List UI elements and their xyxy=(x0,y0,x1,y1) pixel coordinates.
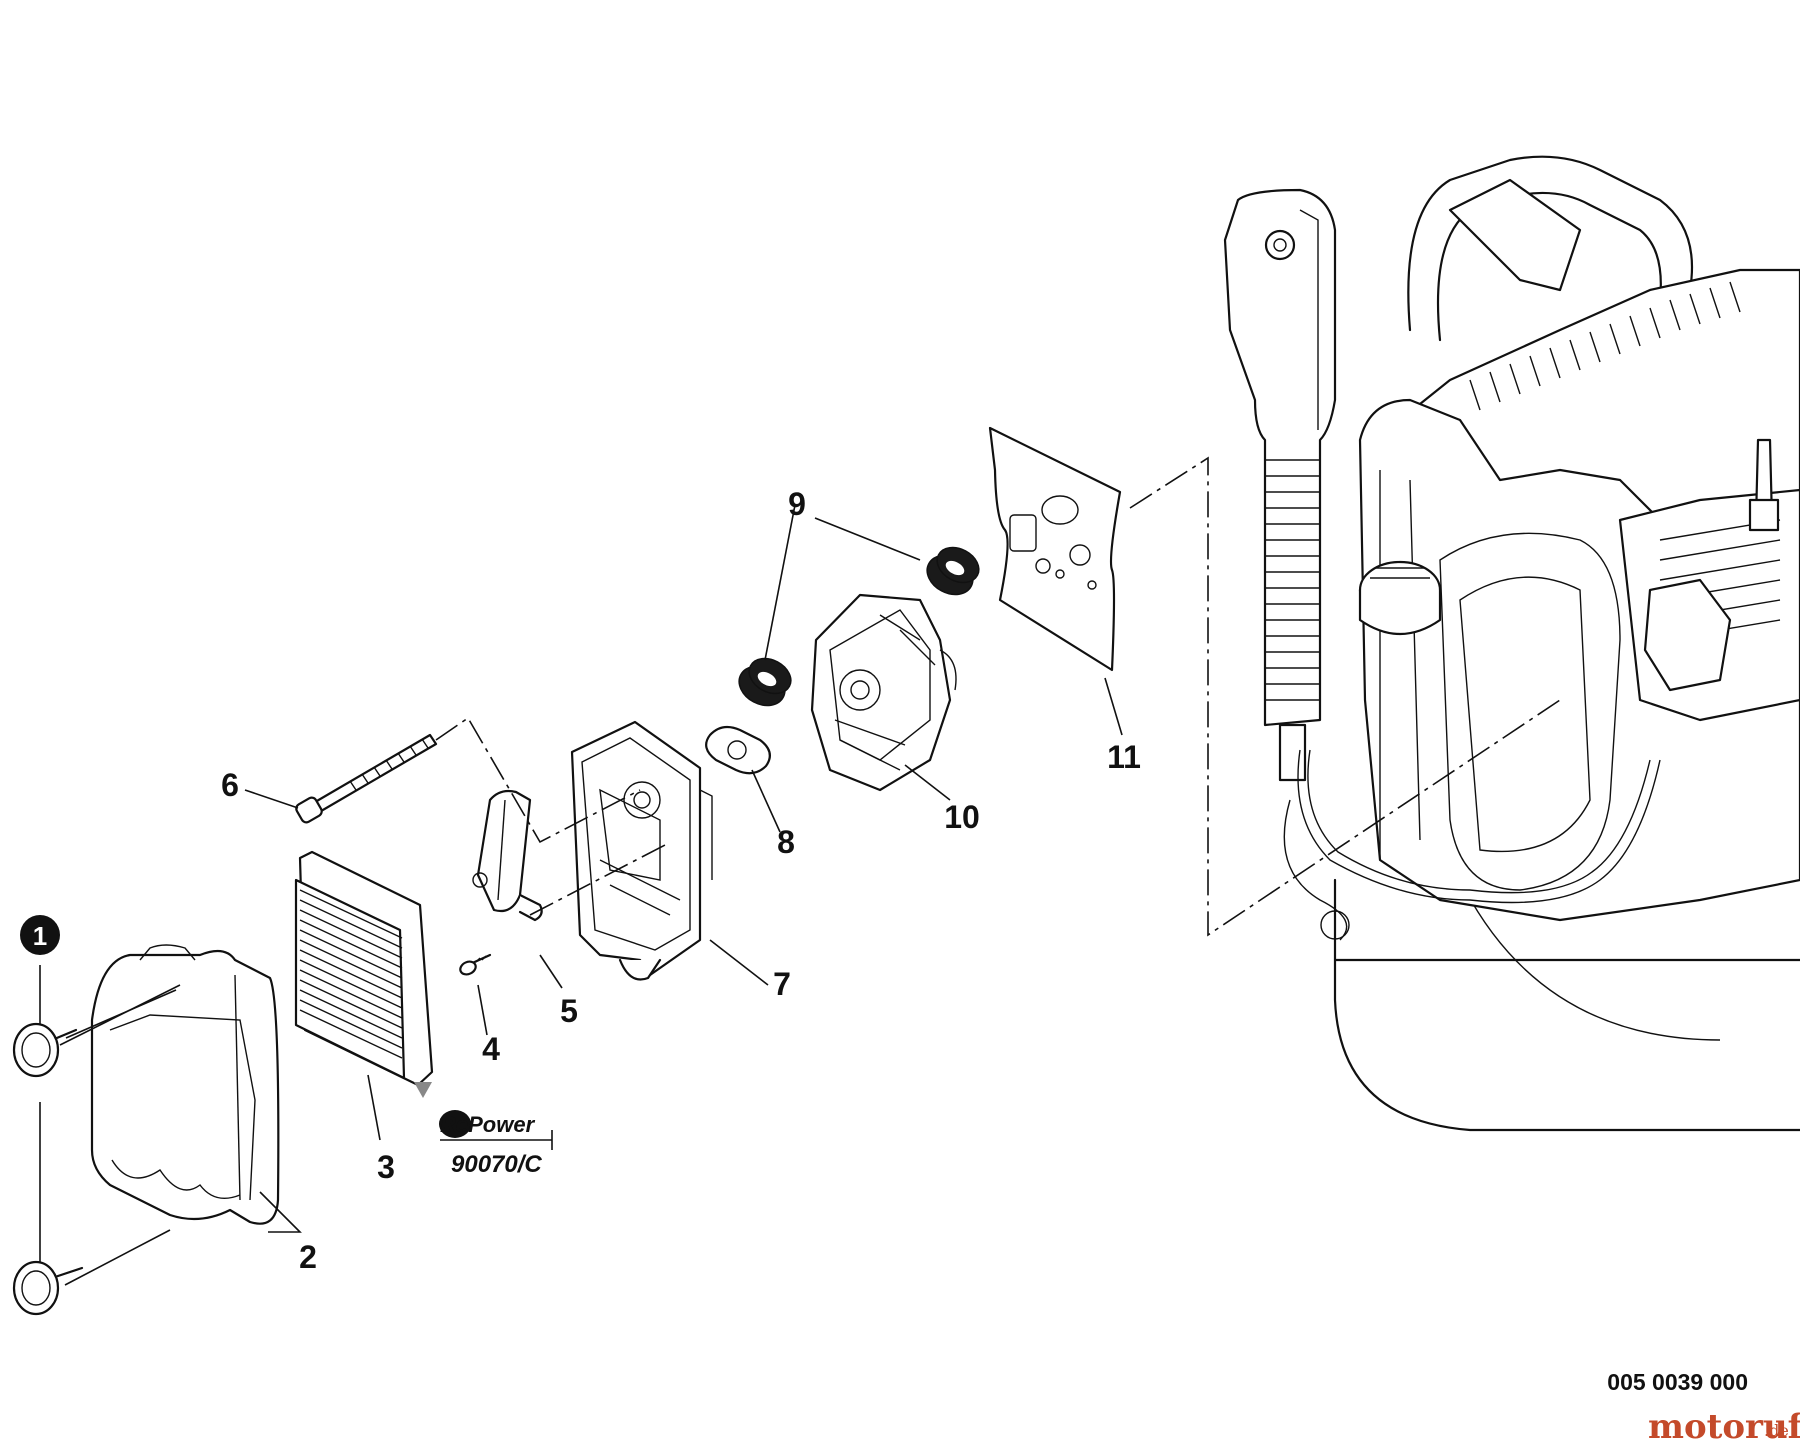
callout-9: 9 xyxy=(788,486,806,522)
part-2-filter-cover xyxy=(90,944,280,1225)
part-3-filter-element xyxy=(294,850,434,1087)
callout-10: 10 xyxy=(944,799,980,835)
callout-3: 3 xyxy=(377,1149,395,1185)
motoruf-watermark: motoruf .de xyxy=(1648,1407,1800,1444)
part-9-grommet-upper xyxy=(926,546,980,596)
callout-4: 4 xyxy=(482,1031,500,1067)
repower-logo: RePower 90070/C xyxy=(414,1082,553,1178)
part-1-knob-lower xyxy=(12,1260,84,1316)
part-7-filter-base xyxy=(570,720,713,981)
repower-triangle-icon xyxy=(414,1082,432,1098)
part-1-knob-upper xyxy=(12,1022,78,1078)
callout-1-badge: 1 xyxy=(20,915,60,955)
callout-6: 6 xyxy=(221,767,239,803)
part-10-carburetor xyxy=(810,593,957,792)
part-8-gasket xyxy=(705,725,771,775)
repower-part-number: 90070/C xyxy=(451,1151,542,1178)
repower-text: RePower xyxy=(440,1112,536,1137)
callout-1: 1 xyxy=(33,921,47,951)
watermark-suffix: .de xyxy=(1764,1421,1789,1440)
callout-11: 11 xyxy=(1107,739,1141,775)
repower-badge-icon xyxy=(439,1110,471,1138)
callout-8: 8 xyxy=(777,824,795,860)
part-9-grommet-lower xyxy=(738,657,792,707)
part-11-gasket xyxy=(988,426,1122,672)
assembly-dash-lines xyxy=(65,456,1561,1039)
part-5-intake-elbow xyxy=(472,789,543,922)
part-4-screw xyxy=(459,953,492,976)
callout-7: 7 xyxy=(773,966,791,1002)
callout-labels: 1 2 3 4 5 6 7 8 9 10 11 xyxy=(20,486,1141,1275)
watermark-name: motoruf xyxy=(1648,1407,1800,1444)
part-6-long-bolt xyxy=(295,733,438,824)
engine-blower-assembly xyxy=(1223,155,1800,1132)
callout-5: 5 xyxy=(560,993,578,1029)
leader-lines xyxy=(39,504,1123,1286)
document-number: 005 0039 000 xyxy=(1607,1369,1748,1395)
callout-2: 2 xyxy=(299,1239,317,1275)
